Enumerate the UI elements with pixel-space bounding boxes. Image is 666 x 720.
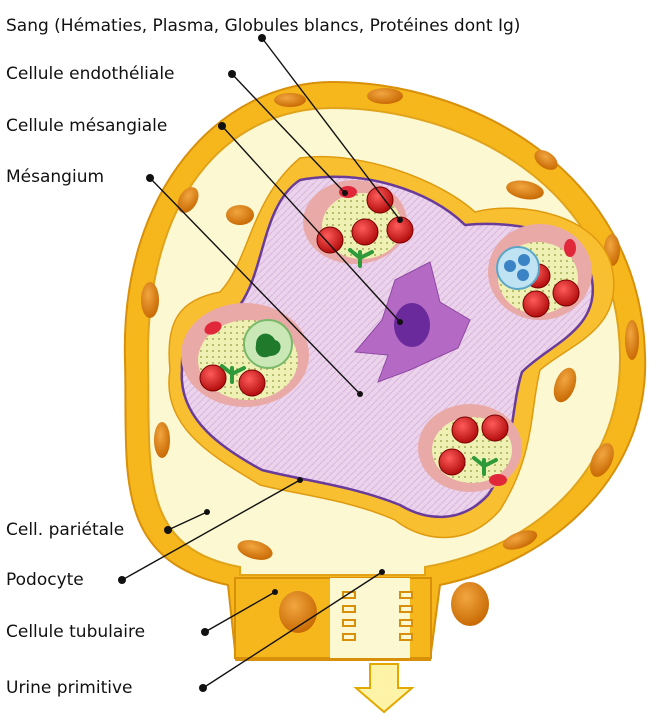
label-cellule-endotheliale: Cellule endothéliale: [6, 64, 175, 84]
label-sang: Sang (Hématies, Plasma, Globules blancs,…: [6, 16, 520, 36]
label-podocyte: Podocyte: [6, 570, 84, 590]
label-cell-parietale: Cell. pariétale: [6, 520, 124, 540]
white-blood-cell-blue: [497, 247, 539, 289]
label-mesangium: Mésangium: [6, 167, 104, 187]
label-cellule-tubulaire: Cellule tubulaire: [6, 622, 145, 642]
urine-flow-arrow: [356, 664, 412, 712]
white-blood-cell-green: [244, 320, 292, 368]
label-cellule-mesangiale: Cellule mésangiale: [6, 116, 167, 136]
label-urine-primitive: Urine primitive: [6, 678, 133, 698]
